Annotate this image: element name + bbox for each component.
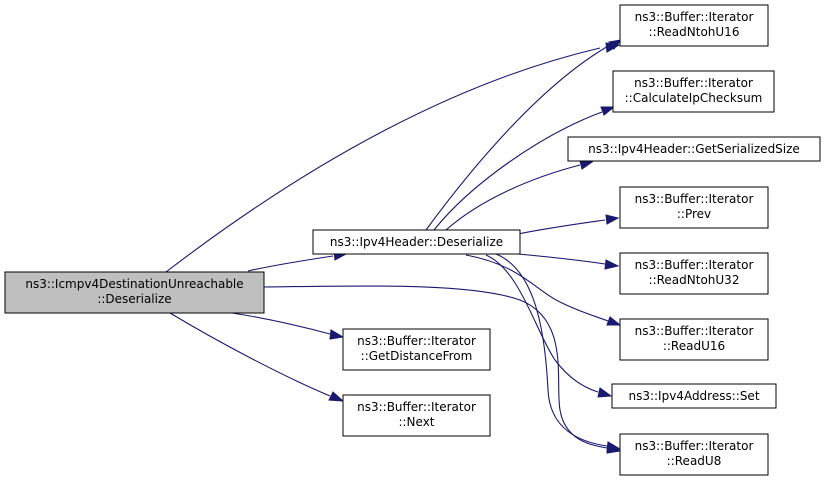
edge-root-to-next: [169, 312, 331, 397]
edge-root-to-read-u8: [263, 285, 608, 449]
edge-ipv4-to-get-serialized-size: [445, 164, 581, 231]
node-get-distance-from[interactable]: ns3::Buffer::Iterator ::GetDistanceFrom: [342, 328, 491, 371]
edge-root-to-get-distance-from: [231, 312, 331, 335]
edge-ipv4-to-calculate-ip-checksum: [433, 111, 603, 231]
node-prev[interactable]: ns3::Buffer::Iterator ::Prev: [619, 186, 769, 229]
node-read-ntoh-u32[interactable]: ns3::Buffer::Iterator ::ReadNtohU32: [619, 252, 769, 295]
node-next-line2: ::Next: [398, 415, 434, 429]
node-read-u16-line2: ::ReadU16: [663, 339, 725, 353]
node-ipv4-header-deserialize[interactable]: ns3::Ipv4Header::Deserialize: [312, 229, 521, 255]
arrowhead: [604, 259, 620, 270]
edge-ipv4-to-read-ntoh-u16: [425, 44, 611, 231]
arrowhead: [605, 214, 620, 225]
arrowhead: [600, 106, 616, 116]
node-read-ntoh-u16-line1: ns3::Buffer::Iterator: [635, 10, 754, 24]
edge-ipv4-to-ipv4-address-set: [485, 254, 599, 393]
node-next-line1: ns3::Buffer::Iterator: [357, 400, 476, 414]
node-read-ntoh-u32-line1: ns3::Buffer::Iterator: [635, 258, 754, 272]
arrowhead: [608, 39, 623, 50]
node-get-serialized-size-label: ns3::Ipv4Header::GetSerializedSize: [588, 142, 800, 156]
node-read-u8-line1: ns3::Buffer::Iterator: [635, 439, 754, 453]
arrowhead: [329, 329, 345, 340]
node-calculate-ip-checksum-line1: ns3::Buffer::Iterator: [634, 76, 753, 90]
node-get-distance-from-line1: ns3::Buffer::Iterator: [357, 334, 476, 348]
node-read-ntoh-u32-line2: ::ReadNtohU32: [649, 273, 740, 287]
edge-ipv4-to-read-u8: [495, 253, 608, 447]
node-root-line1: ns3::Icmpv4DestinationUnreachable: [25, 277, 243, 291]
node-ipv4-address-set[interactable]: ns3::Ipv4Address::Set: [611, 383, 777, 409]
node-read-u16-line1: ns3::Buffer::Iterator: [635, 324, 754, 338]
edge-ipv4-to-prev: [517, 219, 606, 235]
node-get-serialized-size[interactable]: ns3::Ipv4Header::GetSerializedSize: [567, 136, 821, 162]
node-read-ntoh-u16[interactable]: ns3::Buffer::Iterator ::ReadNtohU16: [619, 4, 769, 47]
arrowhead: [606, 441, 622, 452]
node-prev-line2: ::Prev: [677, 207, 711, 221]
arrowhead: [606, 316, 622, 326]
edge-ipv4-to-read-ntoh-u32: [517, 253, 606, 265]
node-get-distance-from-line2: ::GetDistanceFrom: [361, 349, 473, 363]
node-read-u16[interactable]: ns3::Buffer::Iterator ::ReadU16: [619, 318, 769, 361]
node-next[interactable]: ns3::Buffer::Iterator ::Next: [342, 394, 491, 437]
node-read-u8[interactable]: ns3::Buffer::Iterator ::ReadU8: [619, 433, 769, 476]
node-read-u8-line2: ::ReadU8: [667, 454, 722, 468]
node-calculate-ip-checksum[interactable]: ns3::Buffer::Iterator ::CalculateIpCheck…: [612, 70, 775, 113]
node-calculate-ip-checksum-line2: ::CalculateIpChecksum: [625, 91, 763, 105]
node-prev-line1: ns3::Buffer::Iterator: [635, 192, 754, 206]
edge-root-to-read-ntoh-u16: [165, 47, 601, 273]
node-read-ntoh-u16-line2: ::ReadNtohU16: [649, 25, 740, 39]
edges: [165, 39, 623, 454]
node-ipv4-address-set-label: ns3::Ipv4Address::Set: [628, 389, 759, 403]
node-ipv4-deserialize-label: ns3::Ipv4Header::Deserialize: [330, 235, 503, 249]
arrowhead: [597, 387, 613, 398]
arrowhead: [328, 391, 345, 402]
arrowhead: [579, 160, 594, 170]
node-root[interactable]: ns3::Icmpv4DestinationUnreachable ::Dese…: [4, 271, 265, 314]
edge-root-to-ipv4-deserialize: [247, 255, 334, 272]
node-root-line2: ::Deserialize: [97, 292, 171, 306]
